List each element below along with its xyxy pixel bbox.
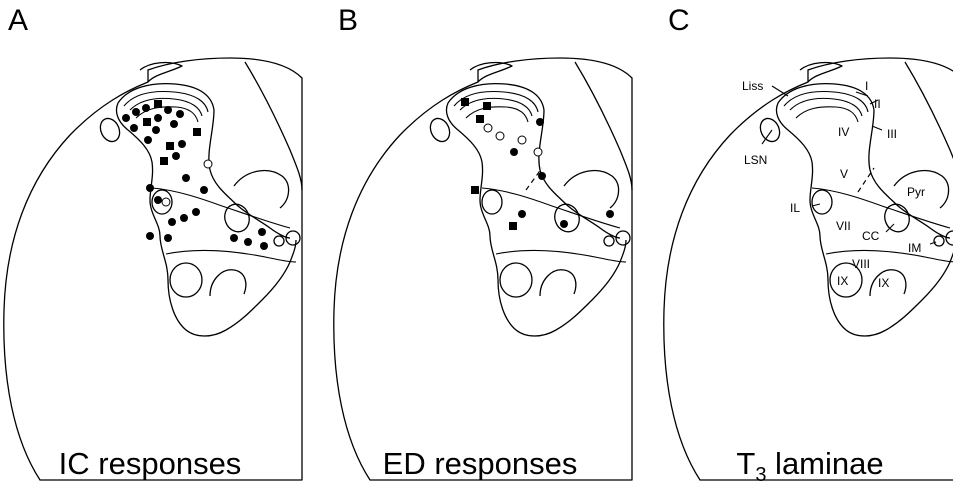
label-pyr: Pyr [907,185,925,199]
panel-c: C Liss I II III IV LSN V Pyr IL VII CC I… [660,0,953,487]
hemicord-diagram-a [0,0,318,487]
label-im: IM [908,241,921,255]
label-lamina-iv: IV [838,125,849,139]
label-lsn: LSN [744,153,767,167]
panel-caption: T3 laminae [660,446,953,493]
label-lamina-iii: III [887,127,897,141]
caption-rest: laminae [766,446,883,481]
panel-caption: IC responses [0,446,300,482]
label-lamina-i: I [865,79,868,93]
label-lamina-viii: VIII [852,257,870,271]
caption-subscript: 3 [755,464,766,486]
label-lamina-ix-left: IX [837,274,848,288]
hemicord-diagram-c: Liss I II III IV LSN V Pyr IL VII CC IM … [660,0,953,487]
laminae-labels: Liss I II III IV LSN V Pyr IL VII CC IM … [742,79,925,290]
label-liss: Liss [742,79,763,93]
panel-a: A [0,0,318,487]
caption-main: T [736,446,755,481]
label-lamina-vii: VII [836,219,851,233]
hemicord-diagram-b [330,0,648,487]
label-lamina-v: V [840,167,848,181]
label-cc: CC [862,229,880,243]
label-il: IL [790,201,800,215]
label-lamina-ix-right: IX [878,276,889,290]
panel-b: B ED responses [330,0,648,487]
panel-caption: ED responses [330,446,630,482]
label-lamina-ii: II [874,97,881,111]
